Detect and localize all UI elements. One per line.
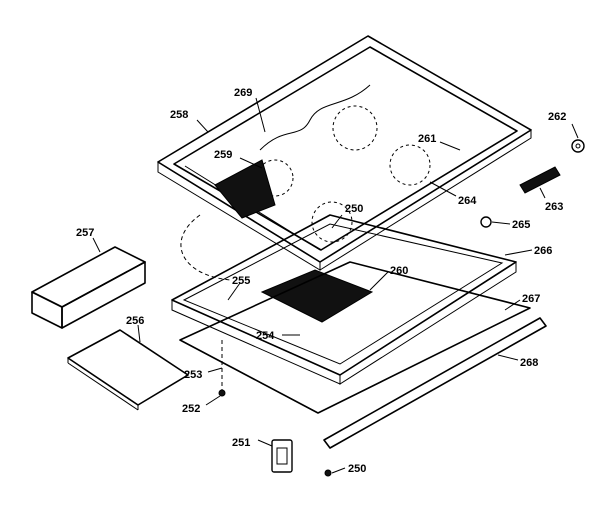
burner-markings xyxy=(256,105,431,243)
heating-element-grid xyxy=(260,269,374,323)
clip-265 xyxy=(480,216,492,228)
knob-262 xyxy=(571,139,585,153)
callout-252: 252 xyxy=(182,403,200,415)
callout-262: 262 xyxy=(548,111,566,123)
callout-265: 265 xyxy=(512,219,530,231)
screw-252 xyxy=(218,389,226,397)
callout-253: 253 xyxy=(184,369,202,381)
callout-266: 266 xyxy=(534,245,552,257)
burner-box xyxy=(171,214,517,385)
callout-264: 264 xyxy=(458,195,477,207)
callout-258: 258 xyxy=(170,109,188,121)
callout-255: 255 xyxy=(232,275,250,287)
callout-260: 260 xyxy=(390,265,408,277)
terminal-block-263 xyxy=(519,166,561,194)
hatched-element-259 xyxy=(214,159,276,219)
leader-lines xyxy=(92,97,579,474)
callout-256: 256 xyxy=(126,315,144,327)
control-box xyxy=(31,246,146,329)
front-trim-strip xyxy=(323,317,547,449)
callout-267: 267 xyxy=(522,293,540,305)
callout-254: 254 xyxy=(256,330,275,342)
bracket-251 xyxy=(271,439,293,473)
callout-268: 268 xyxy=(520,357,538,369)
callout-251: 251 xyxy=(232,437,250,449)
callout-261: 261 xyxy=(418,133,436,145)
cover-plate xyxy=(67,329,189,411)
callout-259: 259 xyxy=(214,149,232,161)
callout-250-bottom: 250 xyxy=(348,463,366,475)
callout-263: 263 xyxy=(545,201,563,213)
callout-269: 269 xyxy=(234,87,252,99)
bottom-plate xyxy=(179,261,531,414)
callout-250-top: 250 xyxy=(345,203,363,215)
callout-labels: 258 269 259 250 261 262 264 263 265 266 … xyxy=(76,87,566,475)
screw-250-bottom xyxy=(324,469,332,477)
callout-257: 257 xyxy=(76,227,94,239)
